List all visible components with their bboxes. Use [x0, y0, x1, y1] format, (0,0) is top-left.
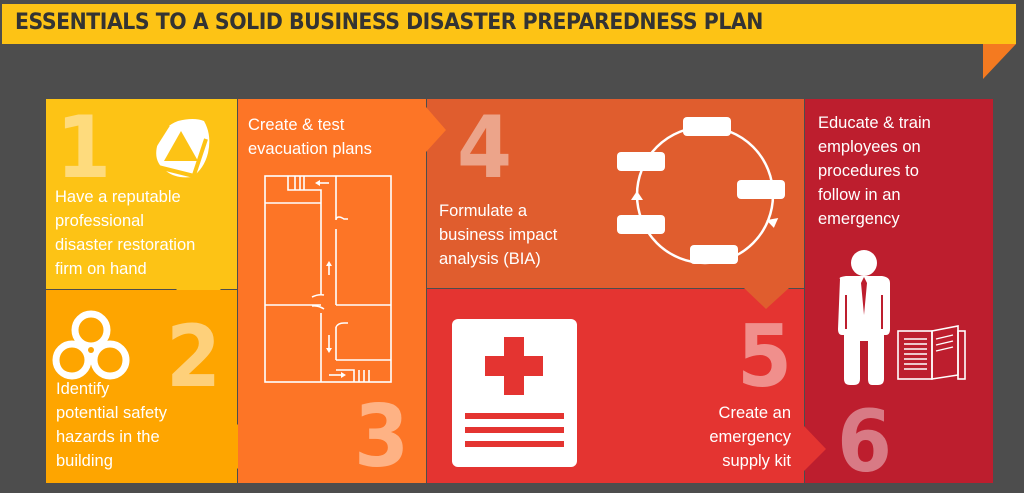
- step-5-panel: 5 Create an emergency supply kit: [427, 289, 804, 483]
- step-number: 4: [457, 98, 513, 198]
- step-number: 2: [166, 307, 222, 407]
- banner-fold: [983, 44, 1016, 79]
- step-3-panel: Create & test evacuation plans: [238, 99, 426, 483]
- step-text: Formulate a business impact analysis (BI…: [439, 202, 558, 268]
- step-text: Have a reputable professional disaster r…: [55, 188, 196, 278]
- title-banner: ESSENTIALS TO A SOLID BUSINESS DISASTER …: [2, 4, 1016, 44]
- step-text: Create & test evacuation plans: [248, 116, 372, 158]
- step-text: Educate & train employees on procedures …: [818, 114, 931, 228]
- step-number: 1: [56, 98, 112, 198]
- step-text: Identify potential safety hazards in the…: [56, 380, 167, 470]
- page-title: ESSENTIALS TO A SOLID BUSINESS DISASTER …: [15, 10, 763, 35]
- step-4-arrow: [744, 288, 789, 309]
- floor-plan-icon: [264, 175, 392, 383]
- first-aid-document-icon: [452, 319, 577, 467]
- step-number: 3: [354, 387, 410, 487]
- step-number: 5: [737, 307, 793, 407]
- step-number: 6: [837, 392, 893, 492]
- employee-manual-icon: [838, 250, 966, 385]
- step-2-panel: 2 Identify potential safety hazards in t…: [46, 290, 237, 483]
- biohazard-icon: [52, 310, 130, 380]
- step-5-arrow: [804, 426, 826, 471]
- restoration-logo-icon: [152, 119, 210, 179]
- step-6-panel: Educate & train employees on procedures …: [805, 99, 993, 492]
- step-4-panel: 4 Formulate a business impact analysis (…: [427, 99, 804, 288]
- step-3-arrow: [426, 107, 446, 152]
- step-text: Create an emergency supply kit: [709, 404, 791, 470]
- cycle-diagram-icon: [617, 117, 785, 265]
- step-1-panel: 1 Have a reputable professional disaster…: [46, 99, 237, 289]
